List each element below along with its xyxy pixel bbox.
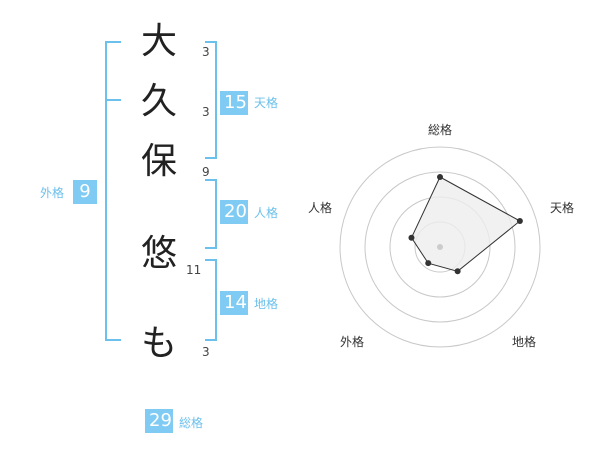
tenkaku-bracket-vertical: [215, 41, 217, 159]
radar-point-5: [408, 234, 415, 241]
jinkaku-bracket-top: [205, 179, 217, 181]
tenkaku-bracket-bottom: [205, 157, 217, 159]
radar-axis-label-gaikaku: 外格: [340, 334, 364, 349]
radar-chart: 総格 天格 地格 外格 人格: [308, 122, 574, 349]
tenkaku-score-badge: 15: [220, 91, 248, 115]
gaikaku-label: 外格: [40, 186, 65, 200]
gaikaku-score-badge: 9: [73, 180, 97, 204]
radar-axis-label-jinkaku: 人格: [308, 200, 332, 215]
stroke-count-1: 3: [202, 45, 210, 59]
jinkaku-bracket-bottom: [205, 247, 217, 249]
chikaku-bracket-vertical: [215, 259, 217, 341]
soukaku-score-badge: 29: [145, 409, 173, 433]
chikaku-label: 地格: [254, 297, 279, 311]
radar-axis-label-soukaku: 総格: [428, 122, 452, 137]
stroke-count-4: 11: [186, 263, 202, 277]
stroke-count-2: 3: [202, 105, 210, 119]
name-char-3: 保: [141, 141, 178, 182]
radar-ring: [364, 171, 516, 323]
name-char-4: 悠: [141, 233, 178, 274]
radar-center-dot: [437, 244, 443, 250]
tenkaku-bracket-top: [205, 41, 217, 43]
tenkaku-label: 天格: [254, 96, 279, 110]
radar-point-2: [516, 218, 523, 225]
radar-point-3: [454, 268, 461, 275]
stroke-count-5: 3: [202, 345, 210, 359]
radar-axis-label-chikaku: 地格: [512, 334, 536, 349]
radar-axis-label-tenkaku: 天格: [550, 200, 574, 215]
name-char-1: 大: [141, 21, 178, 62]
radar-data-polygon: [410, 176, 521, 272]
jinkaku-bracket-vertical: [215, 179, 217, 249]
gaikaku-bracket-tick: [105, 99, 121, 101]
soukaku-label: 総格: [179, 416, 204, 430]
radar-ring: [339, 146, 541, 348]
chikaku-bracket-top: [205, 259, 217, 261]
radar-point-1: [437, 174, 443, 180]
chikaku-score-badge: 14: [220, 291, 248, 315]
jinkaku-score-badge: 20: [220, 200, 248, 224]
jinkaku-label: 人格: [254, 206, 279, 220]
radar-point-4: [425, 260, 432, 267]
stroke-count-3: 9: [202, 165, 210, 179]
gaikaku-bracket-vertical: [105, 41, 107, 341]
name-char-5: も: [141, 323, 178, 364]
radar-points: [408, 174, 523, 275]
gaikaku-bracket-bottom: [105, 339, 121, 341]
chikaku-bracket-bottom: [205, 339, 217, 341]
name-char-2: 久: [141, 81, 178, 122]
gaikaku-bracket-top: [105, 41, 121, 43]
